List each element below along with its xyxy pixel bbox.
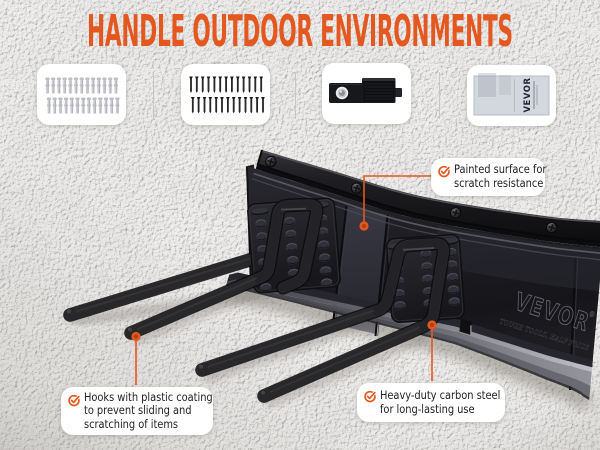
kit-item-instruction-manual: VEVOR — [467, 65, 556, 126]
kit-divider — [439, 72, 440, 119]
storage-hooks — [63, 197, 465, 403]
check-icon — [438, 165, 451, 178]
callout-dot-hooks-coating — [131, 331, 141, 342]
check-icon — [68, 394, 81, 407]
kit-divider — [295, 72, 296, 119]
screws-icon — [188, 76, 266, 114]
instruction-manual-icon: VEVOR — [473, 73, 550, 116]
callout-leader-lines — [135, 175, 433, 385]
callout-dot-painted-surface — [359, 221, 369, 231]
callout-line: Painted surface for — [454, 163, 547, 177]
callout-line: to prevent sliding and — [84, 404, 192, 418]
kit-item-connector-bracket — [322, 63, 411, 124]
kit-item-screws — [181, 64, 270, 125]
callout-line: scratch resistance — [454, 177, 544, 190]
connector-bracket-icon — [329, 78, 402, 103]
mounting-screws-on-rail — [265, 155, 558, 234]
kit-item-wall-anchors — [37, 64, 126, 125]
callout-line: Hooks with plastic coating — [84, 390, 213, 404]
callout-line: Heavy-duty carbon steel — [380, 388, 501, 402]
callout-dot-carbon-steel — [427, 320, 437, 330]
svg-text:®: ® — [588, 308, 597, 320]
callout-line: for long-lasting use — [380, 402, 475, 416]
wall-anchors-icon — [45, 77, 120, 114]
svg-text:VEVOR: VEVOR — [523, 77, 533, 112]
kit-divider — [153, 72, 154, 119]
check-icon — [364, 390, 377, 403]
page-title: HANDLE OUTDOOR ENVIRONMENTS — [87, 6, 513, 57]
callout-line: scratching of items — [84, 417, 179, 431]
